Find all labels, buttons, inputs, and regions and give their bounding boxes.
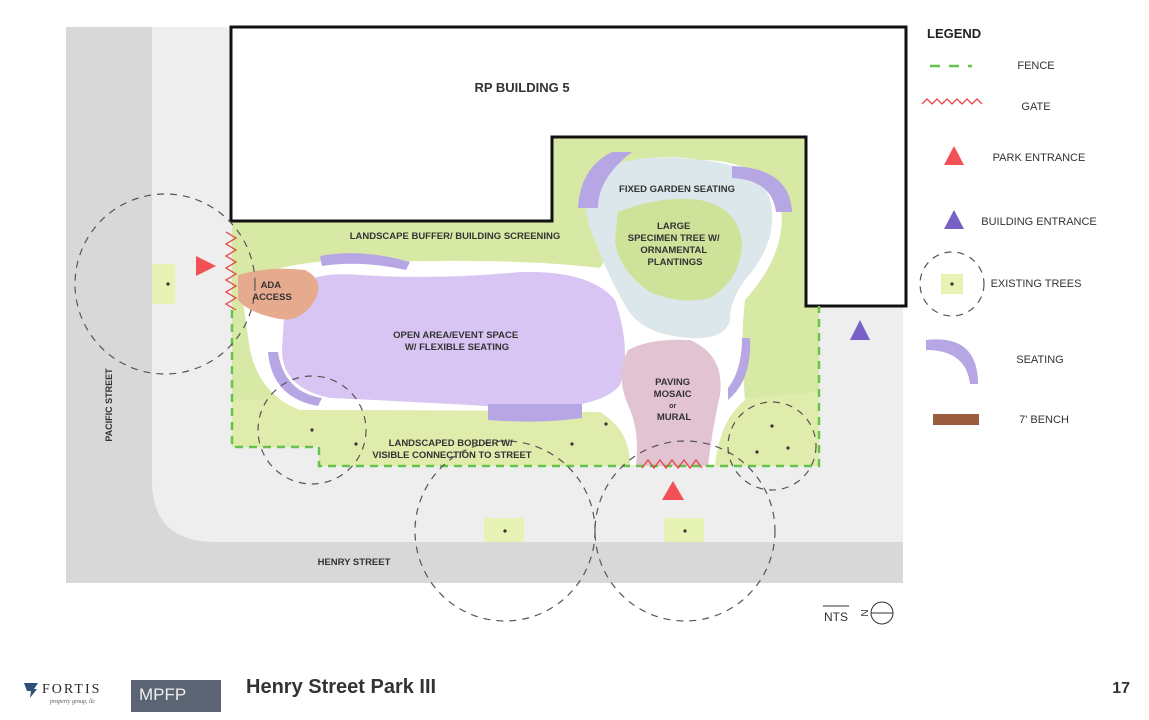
- tree-trunk: [310, 428, 314, 432]
- fortis-logo-subtext: property group, llc: [50, 699, 96, 705]
- seating: [728, 338, 751, 400]
- buffer-label: LANDSCAPE BUFFER/ BUILDING SCREENING: [350, 231, 561, 242]
- tree-trunk: [570, 442, 574, 446]
- seating: [578, 152, 632, 208]
- tree-trunk: [786, 446, 790, 450]
- garden-seating-label: FIXED GARDEN SEATING: [619, 184, 735, 195]
- existing-trees: [74, 193, 817, 622]
- seating: [268, 352, 322, 406]
- tree-trunk: [503, 529, 507, 533]
- legend-building-entrance-symbol: [944, 210, 964, 229]
- tree-trunk: [683, 529, 687, 533]
- building-entrance: [850, 320, 870, 340]
- gate-south: [641, 458, 703, 470]
- tree-trunk: [770, 424, 774, 428]
- tree-pit: [152, 264, 175, 304]
- border-label: LANDSCAPED BORDER W/ VISIBLE CONNECTION …: [372, 438, 531, 461]
- ada-access-area: [238, 268, 319, 320]
- tree-canopy: [74, 193, 256, 375]
- legend-park-entrance-symbol: [944, 146, 964, 165]
- pacific-street-label: PACIFIC STREET: [104, 368, 114, 442]
- paving-mosaic-area: [621, 339, 721, 466]
- seating: [320, 253, 410, 270]
- fortis-logo-mark-icon: [24, 683, 38, 698]
- legend-bench-label: 7' BENCH: [1019, 414, 1069, 426]
- tree-canopy: [727, 401, 817, 491]
- tree-trunks: [166, 282, 790, 533]
- tree-trunk: [755, 450, 759, 454]
- nts-label: NTS: [824, 610, 848, 624]
- fortis-logo: FORTIS property group, llc: [22, 680, 122, 706]
- tree-canopy: [594, 440, 776, 622]
- site-plan: RP BUILDING 5 LANDSCAPE BUFFER/ BUILDING…: [66, 25, 1097, 625]
- specimen-tree-area: [615, 198, 742, 301]
- open-area-label: OPEN AREA/EVENT SPACE W/ FLEXIBLE SEATIN…: [393, 330, 521, 353]
- open-area: [282, 271, 625, 409]
- tree-trunk: [354, 442, 358, 446]
- park-entrance-west: [196, 256, 216, 276]
- fence: [230, 306, 821, 468]
- rp-building-5: [229, 25, 908, 308]
- north-label: N: [860, 609, 871, 616]
- tree-trunk: [604, 422, 608, 426]
- park-entrance-south: [662, 481, 684, 500]
- tree-trunk: [166, 282, 170, 286]
- legend-title: LEGEND: [927, 26, 981, 41]
- legend-seating-symbol: [926, 339, 978, 384]
- tree-canopy: [257, 375, 367, 485]
- ada-label: ADA ACCESS: [252, 280, 292, 303]
- page-number: 17: [1112, 680, 1130, 697]
- mpfp-logo-text: MPFP: [139, 685, 187, 704]
- tree-canopy: [414, 440, 596, 622]
- legend-gate-label: GATE: [1021, 101, 1050, 113]
- seating: [732, 166, 792, 212]
- legend-building-entrance-label: BUILDING ENTRANCE: [981, 216, 1097, 228]
- legend-gate-symbol: [921, 98, 983, 105]
- henry-street-label: HENRY STREET: [318, 557, 391, 568]
- fortis-logo-text: FORTIS: [42, 682, 102, 697]
- legend-seating-label: SEATING: [1016, 354, 1063, 366]
- legend-tree-symbol: [919, 251, 985, 317]
- building-label: RP BUILDING 5: [474, 80, 569, 95]
- specimen-label: LARGE SPECIMEN TREE W/ ORNAMENTAL PLANTI…: [628, 221, 722, 268]
- seating: [488, 404, 582, 422]
- mosaic-label: PAVING MOSAIC or MURAL: [654, 377, 695, 423]
- legend-tree-trunk: [950, 282, 954, 286]
- legend-trees-label: EXISTING TREES: [991, 278, 1082, 290]
- legend-fence-label: FENCE: [1017, 60, 1054, 72]
- gate-west: [224, 231, 238, 311]
- legend-bench-symbol: [933, 414, 979, 425]
- legend-park-entrance-label: PARK ENTRANCE: [993, 152, 1086, 164]
- page-title: Henry Street Park III: [246, 676, 437, 698]
- mpfp-logo: MPFP: [131, 680, 221, 712]
